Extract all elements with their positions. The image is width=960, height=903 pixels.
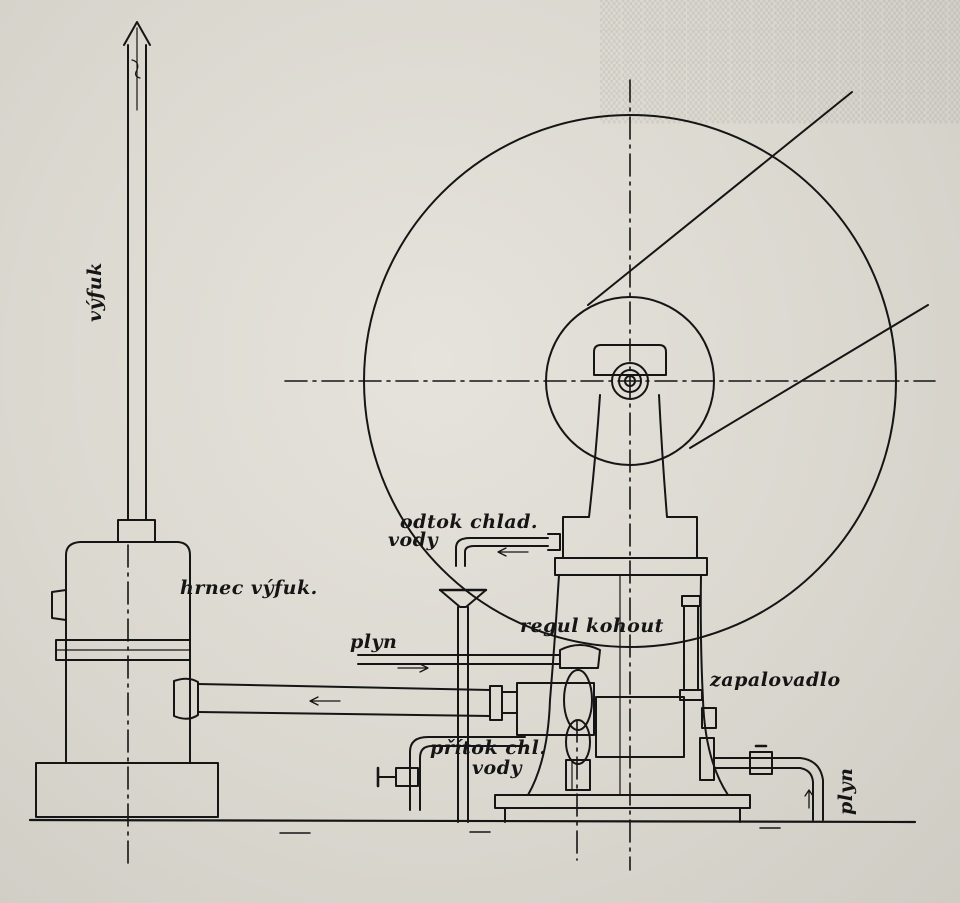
label-odtok-line2: vody: [388, 529, 439, 551]
label-hrnec-vyfuk: hrnec výfuk.: [180, 577, 318, 599]
bleed-through-text: ▒▒▒▒▒▒▒▒▒▒▒▒▒▒▒▒▒ ▒▒▒▒▒▒▒▒▒▒▒▒▒▒▒▒▒ ▒▒▒▒…: [600, 0, 960, 124]
label-plyn-top: plyn: [350, 631, 398, 653]
flywheel: [363, 91, 929, 648]
label-zapalovadlo: zapalovadlo: [710, 669, 841, 691]
label-pritok-line1: přítok chl.: [430, 737, 547, 759]
label-regul-kohout: regul kohout: [520, 615, 664, 637]
engine-body: [494, 394, 751, 823]
exhaust-pipe: [173, 677, 518, 721]
exhaust-stack: [123, 21, 151, 521]
shaft-bearing: [593, 344, 667, 400]
label-vyfuk-vertical: výfuk: [84, 262, 106, 322]
coolant-inlet: [376, 736, 526, 811]
label-pritok-line2: vody: [472, 757, 523, 779]
ground-line: [28, 818, 917, 834]
coolant-outlet: [455, 533, 561, 567]
igniter: [679, 595, 717, 781]
label-odtok-line1: odtok chlad.: [400, 511, 538, 533]
center-lines: [127, 79, 936, 871]
valve-chest: [516, 644, 685, 791]
exhaust-pot: [35, 519, 219, 818]
gas-line-right: [713, 744, 824, 821]
label-plyn-right: plyn: [835, 767, 857, 815]
funnel: [438, 588, 488, 823]
